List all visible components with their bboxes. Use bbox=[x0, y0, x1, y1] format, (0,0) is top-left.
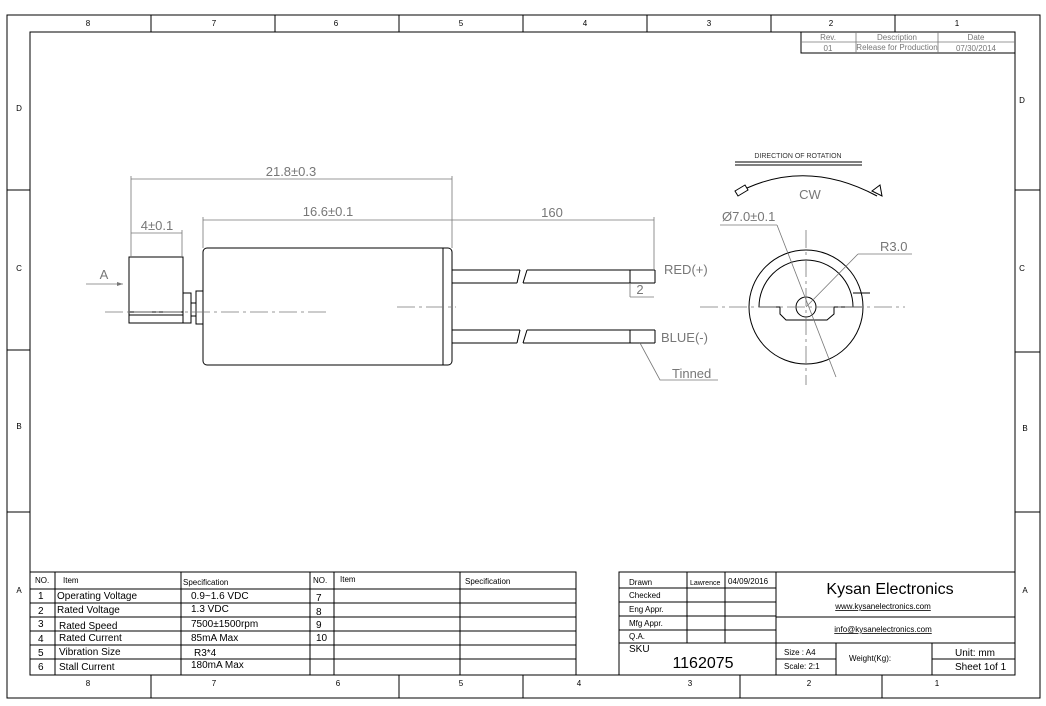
title_block-approvals-1-0: Checked bbox=[629, 591, 661, 600]
title_block-scale: Scale: 2:1 bbox=[784, 662, 820, 671]
title_block-weight: Weight(Kg): bbox=[849, 654, 891, 663]
spec_table-rows-3-2: 85mA Max bbox=[191, 633, 238, 644]
frame-cols_bottom-6: 2 bbox=[807, 679, 812, 688]
revision-row-0: 01 bbox=[824, 44, 833, 53]
title_block-approvals-0-0: Drawn bbox=[629, 578, 652, 587]
frame-cols_bottom-5: 3 bbox=[688, 679, 693, 688]
frame-zone-labels: 8 7 6 5 4 3 2 1 8 7 6 5 4 3 2 1 D C B A D C B A bbox=[16, 19, 1028, 688]
spec_table-rows-2-1: Rated Speed bbox=[59, 621, 117, 632]
spec_table-rows-2-0: 3 bbox=[38, 619, 44, 630]
frame-rows-1: C bbox=[1019, 264, 1025, 273]
title_block-approvals-3-0: Mfg Appr. bbox=[629, 619, 663, 628]
spec_table-rows-4-2: R3*4 bbox=[194, 648, 217, 659]
frame-cols_bottom-3: 5 bbox=[459, 679, 464, 688]
frame-cols_top-4: 4 bbox=[583, 19, 588, 28]
drawing-lead_length: 160 bbox=[541, 205, 563, 220]
frame-cols_top-1: 7 bbox=[212, 19, 217, 28]
motor-end-view: DIRECTION OF ROTATION CW Ø7.0±0.1 R3.0 bbox=[700, 153, 912, 385]
title_block-sheet: Sheet 1of 1 bbox=[955, 662, 1007, 673]
spec_table-headers-2: Specification bbox=[183, 578, 228, 587]
spec_table-headers-3: NO. bbox=[313, 576, 327, 585]
spec_table-rows-0-3: 7 bbox=[316, 593, 322, 604]
spec_table-rows-2-2: 7500±1500rpm bbox=[191, 619, 258, 630]
frame-cols_bottom-1: 7 bbox=[212, 679, 217, 688]
spec_table-headers-5: Specification bbox=[465, 577, 510, 586]
frame-cols_bottom-4: 4 bbox=[577, 679, 582, 688]
frame-cols_top-7: 1 bbox=[955, 19, 960, 28]
spec_table-rows-1-0: 2 bbox=[38, 606, 44, 617]
frame-cols_top-0: 8 bbox=[86, 19, 91, 28]
frame-rows-0: D bbox=[1019, 96, 1025, 105]
drawing-tinned: Tinned bbox=[672, 366, 711, 381]
frame-rows-2: B bbox=[1022, 424, 1027, 433]
frame-cols_bottom-7: 1 bbox=[935, 679, 940, 688]
motor-side-view: 21.8±0.3 16.6±0.1 4±0.1 160 2 A RED(+) B… bbox=[86, 164, 718, 381]
spec_table-rows-5-1: Stall Current bbox=[59, 662, 115, 673]
drawing-strip_length: 2 bbox=[636, 282, 643, 297]
drawing-view_label: A bbox=[100, 267, 109, 282]
inner-frame bbox=[29, 31, 1016, 676]
frame-cols_top-5: 3 bbox=[707, 19, 712, 28]
drawing-rotation: CW bbox=[799, 187, 821, 202]
revision-table: Rev. Description Date 01 Release for Produc… bbox=[800, 31, 1016, 54]
frame-rows-2: B bbox=[16, 422, 21, 431]
frame-rows-0: D bbox=[16, 104, 22, 113]
spec_table-rows-4-0: 5 bbox=[38, 648, 44, 659]
title_block-email: info@kysanelectronics.com bbox=[834, 625, 932, 634]
frame-cols_bottom-0: 8 bbox=[86, 679, 91, 688]
title_block-sku_label: SKU bbox=[629, 644, 650, 655]
title_block-approvals-4-0: Q.A. bbox=[629, 632, 645, 641]
spec_table-rows-3-3: 10 bbox=[316, 633, 328, 644]
spec_table-rows-1-3: 8 bbox=[316, 607, 322, 618]
spec_table-rows-1-2: 1.3 VDC bbox=[191, 604, 229, 615]
drawing-red_lead: RED(+) bbox=[664, 262, 708, 277]
title_block-unit: Unit: mm bbox=[955, 648, 995, 659]
title_block-approvals-0-1: Lawrence bbox=[690, 580, 720, 587]
title-block: Drawn Lawrence 04/09/2016 Checked Eng Appr… bbox=[618, 571, 1016, 676]
revision-headers-0: Rev. bbox=[820, 33, 836, 42]
title_block-website: www.kysanelectronics.com bbox=[834, 602, 931, 611]
title_block-company: Kysan Electronics bbox=[826, 581, 953, 598]
title_block-sku: 1162075 bbox=[672, 655, 733, 672]
frame-cols_top-2: 6 bbox=[334, 19, 339, 28]
revision-headers-2: Date bbox=[968, 33, 985, 42]
spec_table-rows-3-1: Rated Current bbox=[59, 633, 122, 644]
title_block-approvals-0-2: 04/09/2016 bbox=[728, 577, 769, 586]
spec_table-rows-0-0: 1 bbox=[38, 591, 44, 602]
frame-rows-3: A bbox=[16, 586, 22, 595]
specification-table: NO. Item Specification NO. Item Specificatio… bbox=[29, 571, 577, 676]
drawing-diameter: Ø7.0±0.1 bbox=[722, 209, 775, 224]
drawing-body_length: 16.6±0.1 bbox=[303, 204, 354, 219]
frame-cols_top-3: 5 bbox=[459, 19, 464, 28]
title_block-approvals-2-0: Eng Appr. bbox=[629, 605, 664, 614]
drawing-blue_lead: BLUE(-) bbox=[661, 330, 708, 345]
spec_table-rows-0-2: 0.9~1.6 VDC bbox=[191, 591, 249, 602]
spec_table-headers-1: Item bbox=[63, 576, 79, 585]
spec_table-rows-0-1: Operating Voltage bbox=[57, 591, 137, 602]
frame-cols_top-6: 2 bbox=[829, 19, 834, 28]
spec_table-rows-3-0: 4 bbox=[38, 634, 44, 645]
frame-ticks bbox=[7, 15, 1040, 698]
revision-row-2: 07/30/2014 bbox=[956, 44, 997, 53]
drawing-weight_length: 4±0.1 bbox=[141, 218, 173, 233]
spec_table-rows-1-1: Rated Voltage bbox=[57, 605, 120, 616]
spec_table-headers-4: Item bbox=[340, 575, 356, 584]
title_block-size: Size : A4 bbox=[784, 648, 816, 657]
drawing-rotation_title: DIRECTION OF ROTATION bbox=[754, 153, 841, 160]
drawing-overall_length: 21.8±0.3 bbox=[266, 164, 317, 179]
spec_table-rows-2-3: 9 bbox=[316, 620, 322, 631]
frame-cols_bottom-2: 6 bbox=[336, 679, 341, 688]
frame-rows-3: A bbox=[1022, 586, 1028, 595]
spec_table-rows-4-1: Vibration Size bbox=[59, 647, 121, 658]
revision-row-1: Release for Production bbox=[856, 43, 937, 52]
spec_table-rows-5-2: 180mA Max bbox=[191, 660, 244, 671]
spec_table-rows-5-0: 6 bbox=[38, 662, 44, 673]
revision-headers-1: Description bbox=[877, 33, 917, 42]
drawing-radius: R3.0 bbox=[880, 239, 907, 254]
spec_table-headers-0: NO. bbox=[35, 576, 49, 585]
frame-rows-1: C bbox=[16, 264, 22, 273]
